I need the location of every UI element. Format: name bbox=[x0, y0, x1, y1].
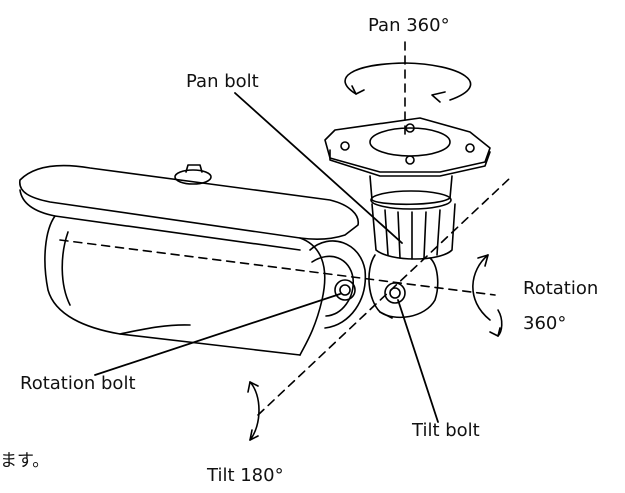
mount-plate bbox=[324, 117, 491, 177]
rotation-bolt-leader bbox=[94, 293, 341, 376]
rotation-label: Rotation bbox=[523, 278, 599, 299]
pan-bolt-leader bbox=[234, 92, 403, 244]
rotation-axis bbox=[59, 239, 496, 296]
pan-rotation-arrow bbox=[344, 62, 472, 103]
pan-360-label: Pan 360° bbox=[368, 15, 450, 36]
swivel-joint bbox=[368, 254, 439, 319]
japanese-fragment-text: ます。 bbox=[0, 451, 50, 471]
mount-collar bbox=[369, 175, 456, 260]
tilt-bolt-label: Tilt bolt bbox=[412, 420, 480, 441]
tilt-axis bbox=[257, 177, 511, 416]
camera-body bbox=[19, 164, 367, 356]
rotation-bolt-label: Rotation bolt bbox=[20, 373, 136, 394]
tilt-arrow bbox=[247, 381, 260, 441]
tilt-180-label: Tilt 180° bbox=[207, 465, 284, 486]
rotation-arrow bbox=[472, 254, 503, 337]
rotation-bolt-shape bbox=[334, 279, 356, 301]
rotation-360-label: 360° bbox=[523, 313, 567, 334]
pan-bolt-label: Pan bolt bbox=[186, 71, 259, 92]
tilt-bolt-leader bbox=[397, 299, 439, 423]
